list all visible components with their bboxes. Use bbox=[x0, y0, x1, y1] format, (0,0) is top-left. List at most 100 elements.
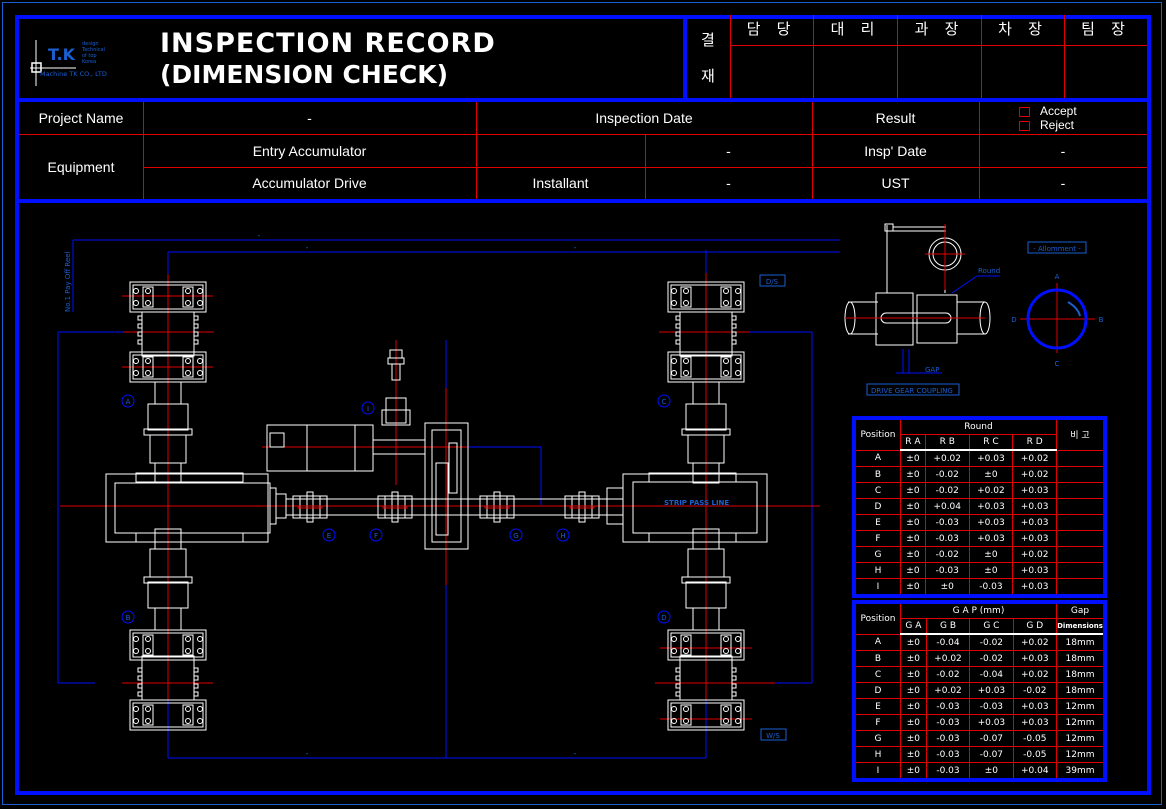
installant-value[interactable]: - bbox=[726, 175, 731, 191]
value-cell[interactable]: -0.02 bbox=[924, 466, 970, 483]
value-cell[interactable]: +0.02 bbox=[968, 482, 1014, 499]
approval-col-2[interactable]: 대 리 bbox=[814, 15, 898, 98]
value-cell[interactable]: +0.03 bbox=[1012, 530, 1057, 547]
value-cell[interactable]: ±0 bbox=[968, 562, 1014, 579]
value-cell[interactable]: -0.03 bbox=[924, 530, 970, 547]
value-cell[interactable]: +0.03 bbox=[968, 530, 1014, 547]
accept-option[interactable]: Accept bbox=[1019, 104, 1077, 118]
value-cell[interactable]: -0.07 bbox=[969, 746, 1014, 763]
value-cell[interactable]: -0.05 bbox=[1012, 730, 1058, 747]
insp-date-value[interactable]: - bbox=[1060, 142, 1066, 159]
value-cell[interactable]: ±0 bbox=[900, 562, 926, 579]
value-cell[interactable]: +0.03 bbox=[968, 514, 1014, 531]
value-cell[interactable]: +0.02 bbox=[1012, 449, 1057, 467]
value-cell[interactable]: -0.02 bbox=[1012, 682, 1058, 699]
value-cell[interactable]: +0.03 bbox=[1012, 498, 1057, 515]
value-cell[interactable]: -0.03 bbox=[925, 762, 971, 781]
approval-col-1[interactable]: 담 당 bbox=[730, 15, 814, 98]
remark-cell[interactable] bbox=[1056, 546, 1106, 563]
value-cell[interactable]: +0.03 bbox=[1012, 562, 1057, 579]
value-cell[interactable]: +0.03 bbox=[1012, 714, 1058, 731]
value-cell[interactable]: ±0 bbox=[969, 762, 1014, 781]
value-cell[interactable]: +0.02 bbox=[925, 650, 971, 667]
value-cell[interactable]: ±0 bbox=[900, 650, 927, 667]
value-cell[interactable]: ±0 bbox=[900, 498, 926, 515]
value-cell[interactable]: -0.02 bbox=[969, 650, 1014, 667]
value-cell[interactable]: ±0 bbox=[900, 666, 927, 683]
gap-dimension-cell[interactable]: 39mm bbox=[1056, 762, 1106, 781]
value-cell[interactable]: +0.03 bbox=[969, 714, 1014, 731]
value-cell[interactable]: -0.02 bbox=[924, 546, 970, 563]
remark-cell[interactable] bbox=[1056, 498, 1106, 515]
approval-col-5[interactable]: 팀 장 bbox=[1065, 15, 1147, 98]
value-cell[interactable]: +0.04 bbox=[1012, 762, 1058, 781]
gap-dimension-cell[interactable]: 18mm bbox=[1056, 650, 1106, 667]
remark-cell[interactable] bbox=[1056, 466, 1106, 483]
value-cell[interactable]: ±0 bbox=[900, 449, 926, 467]
value-cell[interactable]: -0.02 bbox=[924, 482, 970, 499]
value-cell[interactable]: ±0 bbox=[900, 578, 926, 597]
value-cell[interactable]: +0.03 bbox=[968, 498, 1014, 515]
value-cell[interactable]: +0.03 bbox=[1012, 698, 1058, 715]
gap-dimension-cell[interactable]: 18mm bbox=[1056, 682, 1106, 699]
value-cell[interactable]: -0.02 bbox=[969, 633, 1014, 651]
approval-col-3[interactable]: 과 장 bbox=[898, 15, 982, 98]
gap-dimension-cell[interactable]: 18mm bbox=[1056, 666, 1106, 683]
value-cell[interactable]: ±0 bbox=[900, 730, 927, 747]
gap-dimension-cell[interactable]: 12mm bbox=[1056, 746, 1106, 763]
value-cell[interactable]: -0.03 bbox=[925, 746, 971, 763]
value-cell[interactable]: +0.03 bbox=[969, 682, 1014, 699]
gap-dimension-cell[interactable]: 12mm bbox=[1056, 698, 1106, 715]
value-cell[interactable]: -0.03 bbox=[969, 698, 1014, 715]
value-cell[interactable]: +0.02 bbox=[1012, 546, 1057, 563]
value-cell[interactable]: -0.04 bbox=[969, 666, 1014, 683]
value-cell[interactable]: ±0 bbox=[900, 746, 927, 763]
value-cell[interactable]: ±0 bbox=[900, 762, 927, 781]
value-cell[interactable]: ±0 bbox=[924, 578, 970, 597]
remark-cell[interactable] bbox=[1056, 562, 1106, 579]
value-cell[interactable]: +0.03 bbox=[968, 449, 1014, 467]
value-cell[interactable]: +0.04 bbox=[924, 498, 970, 515]
value-cell[interactable]: ±0 bbox=[968, 466, 1014, 483]
value-cell[interactable]: -0.07 bbox=[969, 730, 1014, 747]
ust-value[interactable]: - bbox=[1060, 175, 1066, 191]
value-cell[interactable]: ±0 bbox=[900, 546, 926, 563]
accept-checkbox[interactable] bbox=[1019, 106, 1030, 117]
remark-cell[interactable] bbox=[1056, 449, 1106, 467]
value-cell[interactable]: -0.03 bbox=[925, 698, 971, 715]
value-cell[interactable]: ±0 bbox=[900, 682, 927, 699]
value-cell[interactable]: +0.03 bbox=[1012, 514, 1057, 531]
reject-checkbox[interactable] bbox=[1019, 120, 1030, 131]
gap-dimension-cell[interactable]: 18mm bbox=[1056, 633, 1106, 651]
value-cell[interactable]: +0.02 bbox=[1012, 633, 1058, 651]
gap-dimension-cell[interactable]: 12mm bbox=[1056, 730, 1106, 747]
value-cell[interactable]: -0.02 bbox=[925, 666, 971, 683]
value-cell[interactable]: +0.02 bbox=[1012, 666, 1058, 683]
value-cell[interactable]: -0.03 bbox=[924, 562, 970, 579]
value-cell[interactable]: ±0 bbox=[900, 514, 926, 531]
value-cell[interactable]: -0.03 bbox=[968, 578, 1014, 597]
value-cell[interactable]: +0.03 bbox=[1012, 482, 1057, 499]
value-cell[interactable]: -0.04 bbox=[925, 633, 971, 651]
reject-option[interactable]: Reject bbox=[1019, 118, 1074, 132]
value-cell[interactable]: +0.02 bbox=[925, 682, 971, 699]
value-cell[interactable]: ±0 bbox=[900, 714, 927, 731]
project-name-value[interactable]: - bbox=[307, 110, 312, 126]
value-cell[interactable]: +0.02 bbox=[1012, 466, 1057, 483]
approval-col-4[interactable]: 차 장 bbox=[982, 15, 1065, 98]
value-cell[interactable]: ±0 bbox=[900, 466, 926, 483]
value-cell[interactable]: +0.03 bbox=[1012, 650, 1058, 667]
value-cell[interactable]: +0.02 bbox=[924, 449, 970, 467]
value-cell[interactable]: ±0 bbox=[900, 633, 927, 651]
gap-dimension-cell[interactable]: 12mm bbox=[1056, 714, 1106, 731]
remark-cell[interactable] bbox=[1056, 482, 1106, 499]
value-cell[interactable]: ±0 bbox=[900, 698, 927, 715]
remark-cell[interactable] bbox=[1056, 578, 1106, 597]
remark-cell[interactable] bbox=[1056, 514, 1106, 531]
value-cell[interactable]: ±0 bbox=[968, 546, 1014, 563]
value-cell[interactable]: -0.03 bbox=[925, 714, 971, 731]
value-cell[interactable]: -0.03 bbox=[924, 514, 970, 531]
equipment-row1-value[interactable]: - bbox=[726, 142, 731, 159]
value-cell[interactable]: -0.03 bbox=[925, 730, 971, 747]
value-cell[interactable]: ±0 bbox=[900, 530, 926, 547]
